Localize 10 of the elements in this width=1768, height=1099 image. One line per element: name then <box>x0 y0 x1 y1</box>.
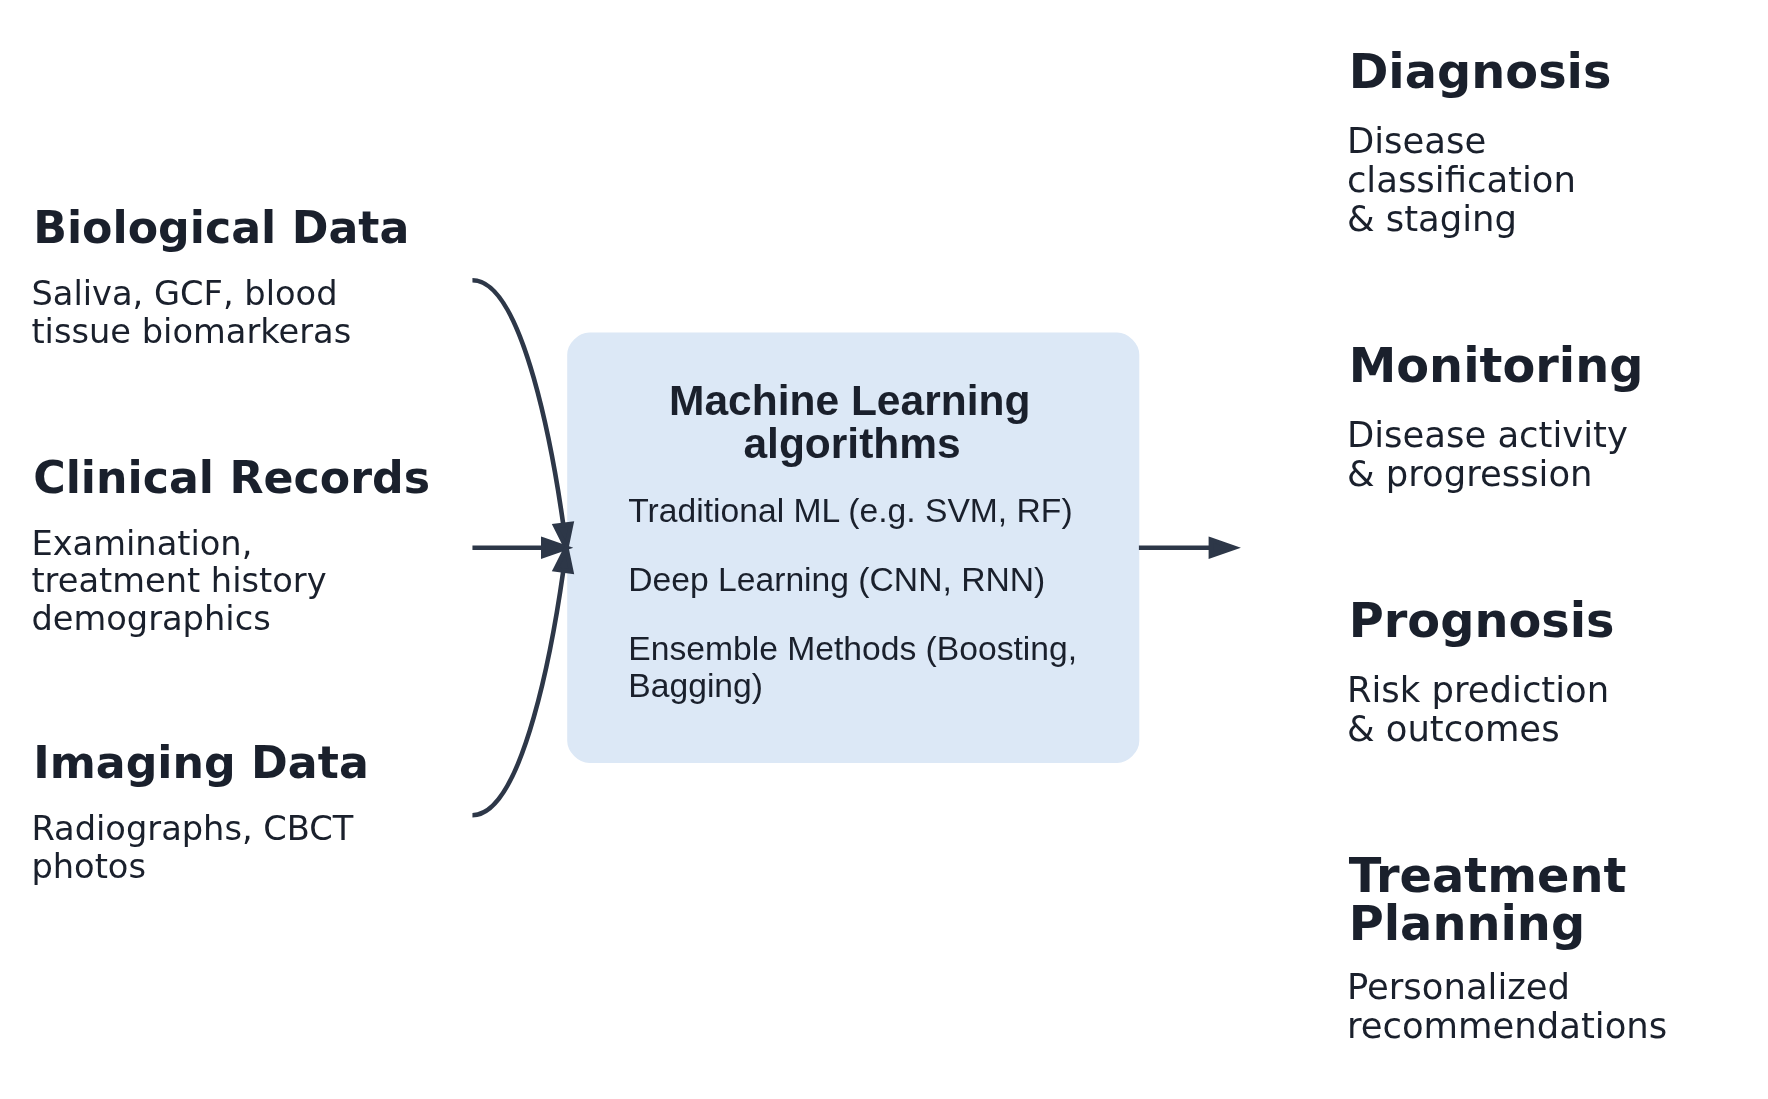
node-text: Prognosis Risk prediction & outcomes <box>1346 593 1615 749</box>
node-box: Machine Learning algorithms Traditional ML (e.g. SVM, RF) Deep Learning (CNN, RNN) Ensemble Methods (Boosting, Bagging) <box>567 332 1140 763</box>
arrow <box>1138 536 1241 560</box>
node-text: Diagnosis Disease classification & staging <box>1346 44 1612 239</box>
node-text: Biological Data Saliva, GCF, blood tissue biomarkeras <box>31 202 410 351</box>
node-text: Monitoring Disease activity & progression <box>1346 338 1644 494</box>
arrow <box>472 536 574 560</box>
node-text: Clinical Records Examination, treatment history demographics <box>31 451 431 638</box>
node-text: Treatment Planning Personalized recommendations <box>1346 848 1668 1047</box>
node-text: Imaging Data Radiographs, CBCT photos <box>31 736 369 886</box>
